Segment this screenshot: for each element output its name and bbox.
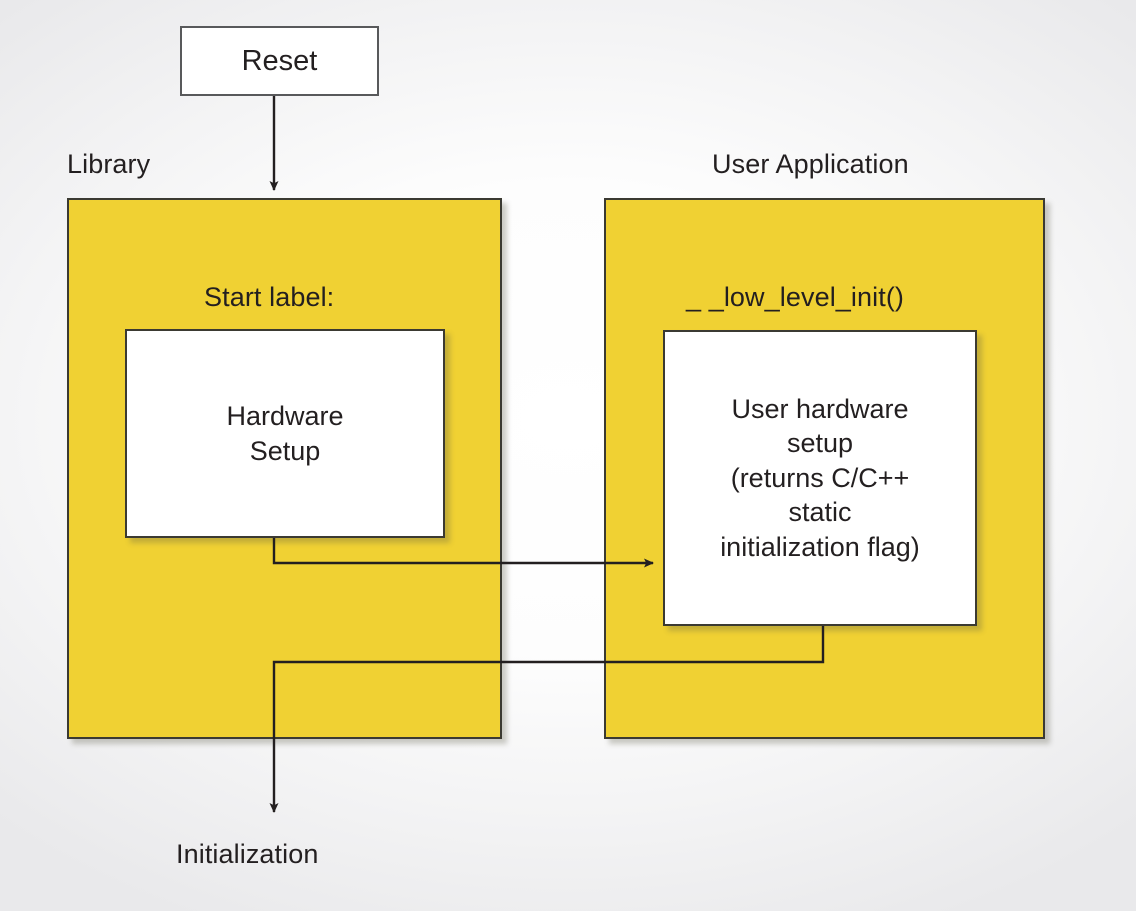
initialization-output-label: Initialization — [176, 839, 319, 869]
user-hardware-setup-box-text: User hardware setup (returns C/C++ stati… — [720, 393, 920, 562]
user-hardware-setup-box: User hardware setup (returns C/C++ stati… — [663, 330, 977, 626]
start-label-caption: Start label: — [204, 282, 335, 312]
hardware-setup-box: Hardware Setup — [125, 329, 445, 538]
reset-box-label: Reset — [241, 44, 318, 77]
library-panel-title: Library — [67, 149, 151, 179]
hardware-setup-box-text: Hardware Setup — [226, 400, 344, 466]
user-application-panel-title: User Application — [712, 149, 909, 179]
low-level-init-caption: _ _low_level_init() — [686, 282, 905, 312]
reset-box: Reset — [180, 26, 379, 96]
